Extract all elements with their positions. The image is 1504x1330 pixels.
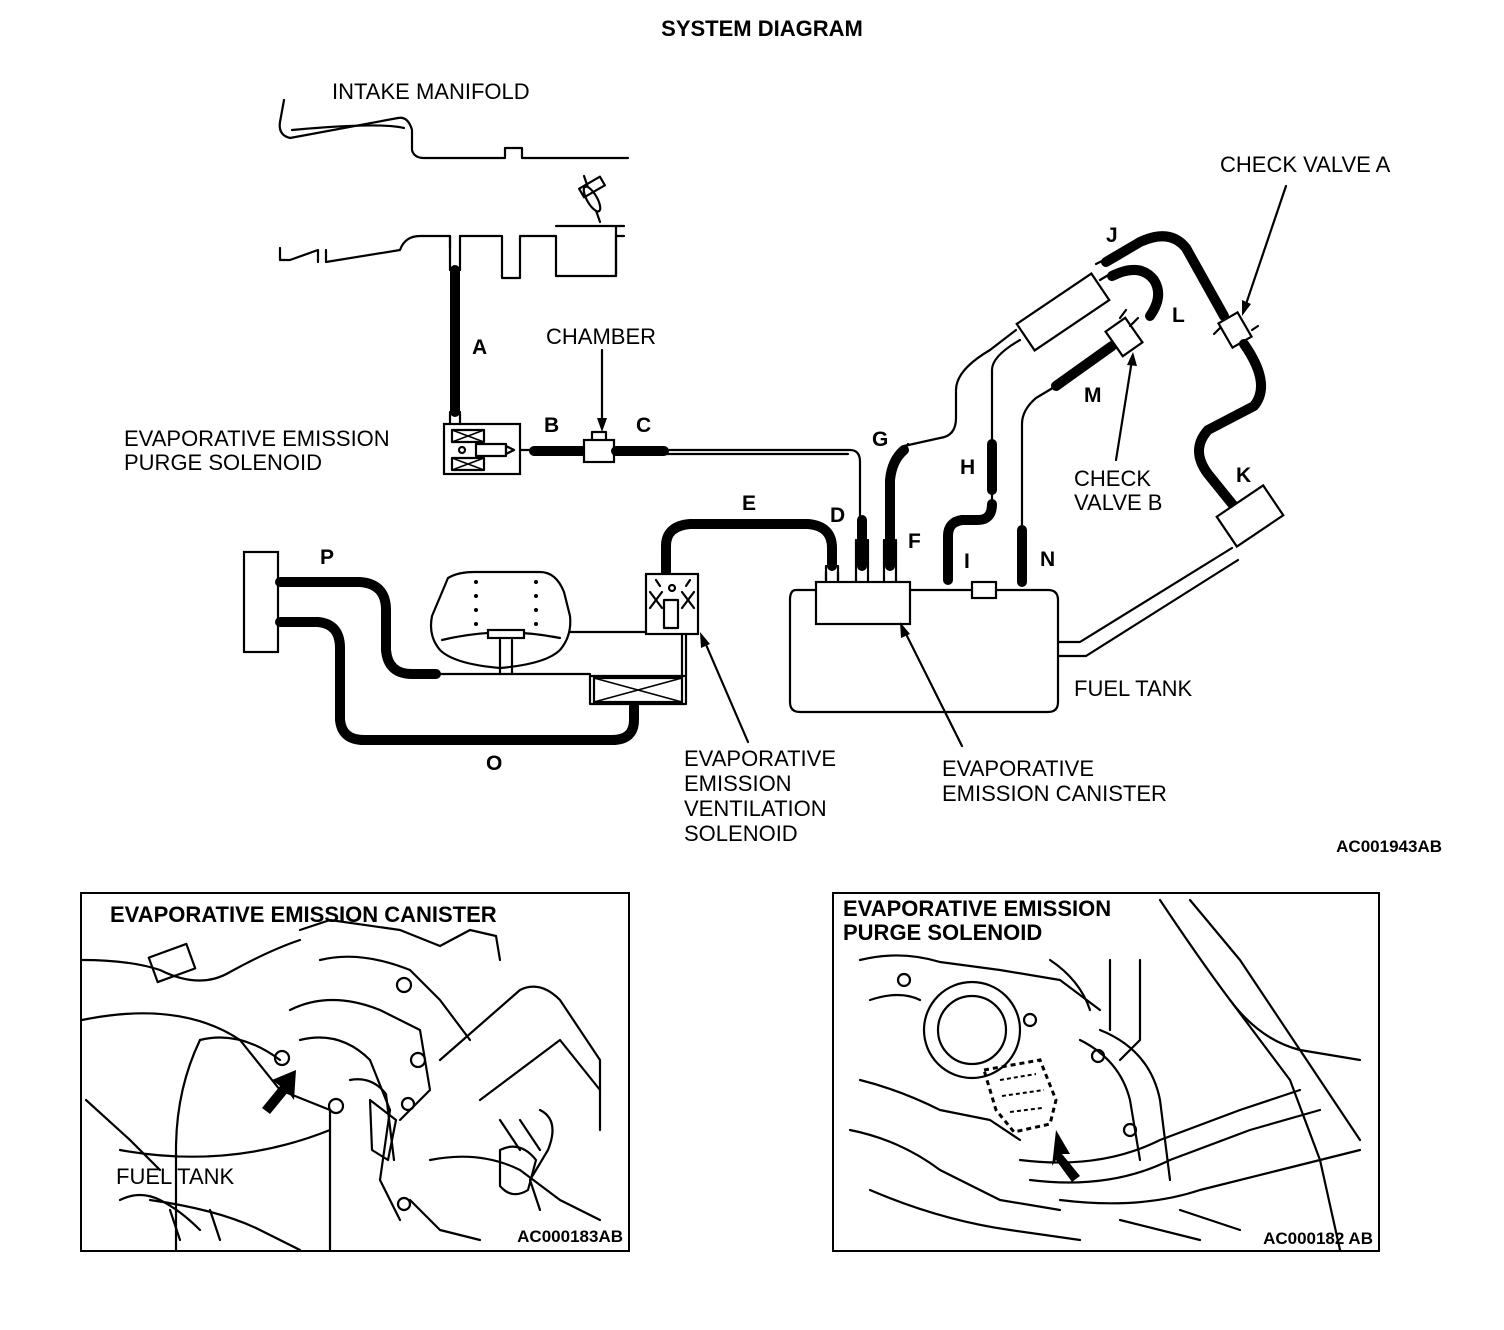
- inset-canister-photo: EVAPORATIVE EMISSION CANISTER FUEL TANK …: [80, 892, 630, 1252]
- hose-K: [1194, 339, 1266, 531]
- label-purge-solenoid-1: EVAPORATIVE EMISSION: [124, 426, 390, 451]
- purge-solenoid-assembly: [442, 234, 862, 520]
- inset-left-title: EVAPORATIVE EMISSION CANISTER: [110, 902, 497, 927]
- hose-label-N: N: [1040, 548, 1055, 571]
- label-ventilation-2: EMISSION: [684, 771, 792, 796]
- label-canister-1: EVAPORATIVE: [942, 756, 1094, 781]
- hose-J: [1101, 231, 1229, 321]
- diagram-title: SYSTEM DIAGRAM: [661, 16, 863, 41]
- label-fuel-tank: FUEL TANK: [1074, 676, 1193, 701]
- hose-label-I: I: [964, 550, 970, 573]
- label-purge-solenoid-2: PURGE SOLENOID: [124, 450, 322, 475]
- hose-label-O: O: [486, 752, 502, 775]
- label-chamber: CHAMBER: [546, 324, 656, 349]
- hose-label-J: J: [1106, 224, 1118, 247]
- ventilation-solenoid: [644, 572, 700, 678]
- label-intake-manifold: INTAKE MANIFOLD: [332, 79, 530, 104]
- hose-label-L: L: [1172, 304, 1185, 327]
- hose-label-K: K: [1236, 464, 1251, 487]
- label-ventilation-1: EVAPORATIVE: [684, 746, 836, 771]
- inset-left-code: AC000183AB: [517, 1227, 623, 1246]
- hose-label-M: M: [1084, 384, 1102, 407]
- canister-location-arrow: [262, 1070, 296, 1114]
- hose-label-B: B: [544, 414, 559, 437]
- hose-M: [1051, 341, 1117, 391]
- hose-O: [275, 617, 639, 745]
- label-canister-2: EMISSION CANISTER: [942, 781, 1167, 806]
- fuel-tank: [788, 546, 1240, 714]
- check-valve-b: [1104, 316, 1144, 358]
- hose-label-E: E: [742, 492, 756, 515]
- label-check-valve-a: CHECK VALVE A: [1220, 152, 1391, 177]
- evaporative-emission-canister: [814, 538, 912, 626]
- label-ventilation-3: VENTILATION: [684, 796, 827, 821]
- hose-label-D: D: [830, 504, 845, 527]
- label-ventilation-4: SOLENOID: [684, 821, 798, 846]
- inset-purge-solenoid-photo: EVAPORATIVE EMISSION PURGE SOLENOID AC00…: [832, 892, 1380, 1252]
- inset-right-title-2: PURGE SOLENOID: [843, 920, 1042, 945]
- hose-P: [275, 577, 441, 679]
- inset-right-code: AC000182 AB: [1263, 1229, 1373, 1248]
- inset-right-title-1: EVAPORATIVE EMISSION: [843, 896, 1111, 921]
- label-check-valve-b-1: CHECK: [1074, 466, 1151, 491]
- hose-label-P: P: [320, 546, 334, 569]
- chamber-arrow: [597, 348, 607, 432]
- leader-arrows: [700, 184, 1288, 748]
- hose-E: [661, 519, 837, 581]
- purge-solenoid-location-arrow: [1052, 1130, 1080, 1182]
- inset-left-fuel-tank: FUEL TANK: [116, 1164, 235, 1189]
- pipe-assembly: [1015, 272, 1111, 352]
- hose-L: [1107, 265, 1164, 321]
- intake-manifold: [278, 98, 630, 280]
- hose-label-G: G: [872, 428, 888, 451]
- label-check-valve-b-2: VALVE B: [1074, 490, 1162, 515]
- air-inlet-block: [242, 550, 280, 654]
- hose-label-A: A: [472, 336, 487, 359]
- hose-I: [943, 499, 997, 585]
- hose-label-H: H: [960, 456, 975, 479]
- figure-code-main: AC001943AB: [1336, 837, 1442, 856]
- hose-G: [885, 445, 909, 525]
- hose-label-F: F: [908, 530, 921, 553]
- air-filter-housing: [429, 570, 688, 706]
- hose-label-C: C: [636, 414, 651, 437]
- purge-solenoid-sketch: [982, 1058, 1058, 1134]
- chamber: [582, 438, 616, 464]
